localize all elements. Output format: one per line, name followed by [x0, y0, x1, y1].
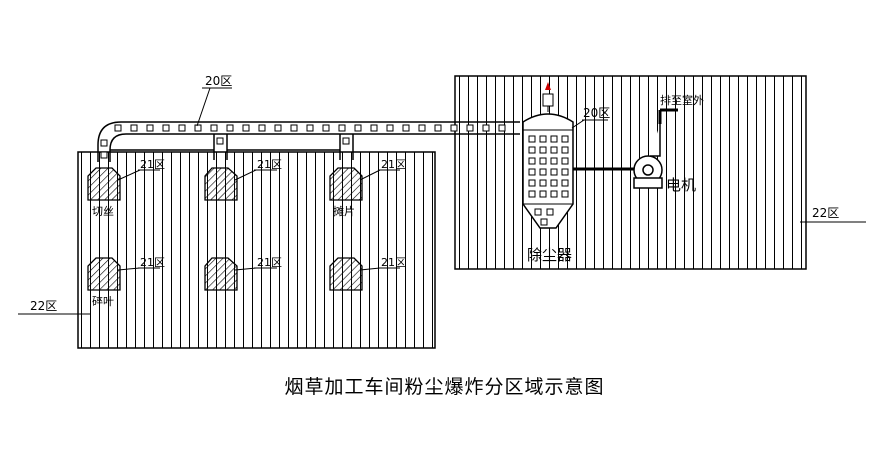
zone20-collector-label: 20区 — [583, 106, 610, 120]
machine-qiesi-label: 切丝 — [92, 205, 114, 218]
duct-markers — [100, 124, 506, 159]
machine-baipian — [329, 167, 363, 201]
motor-label: 电机 — [666, 176, 696, 194]
exhaust-label: 排至室外 — [660, 93, 704, 107]
fan-motor — [633, 108, 678, 189]
zone20-duct-label: 20区 — [205, 74, 232, 88]
zone22-right-label: 22区 — [812, 206, 839, 220]
zone21-label: 21区 — [381, 256, 406, 269]
main-duct — [97, 121, 520, 162]
machine-qiesi — [87, 167, 121, 201]
machine-5 — [204, 257, 238, 291]
zone21-label: 21区 — [140, 158, 165, 171]
machine-suiye — [87, 257, 121, 291]
zone22-left-label: 22区 — [30, 299, 57, 313]
left-workshop-room — [77, 151, 436, 349]
dust-collector — [522, 82, 574, 229]
zone21-leaders — [117, 169, 400, 271]
zone21-label: 21区 — [257, 256, 282, 269]
zone21-label: 21区 — [381, 158, 406, 171]
zone21-label: 21区 — [140, 256, 165, 269]
machine-2 — [204, 167, 238, 201]
machine-suiye-label: 碎叶 — [92, 294, 114, 308]
machine-6 — [329, 257, 363, 291]
collector-label: 除尘器 — [527, 246, 572, 264]
zone21-label: 21区 — [257, 158, 282, 171]
machine-baipian-label: 摊片 — [333, 204, 355, 218]
zone20-collector-leader — [571, 119, 585, 129]
zone20-duct-leader — [196, 87, 211, 127]
right-collector-room — [454, 75, 807, 270]
diagram-caption: 烟草加工车间粉尘爆炸分区域示意图 — [284, 376, 605, 398]
